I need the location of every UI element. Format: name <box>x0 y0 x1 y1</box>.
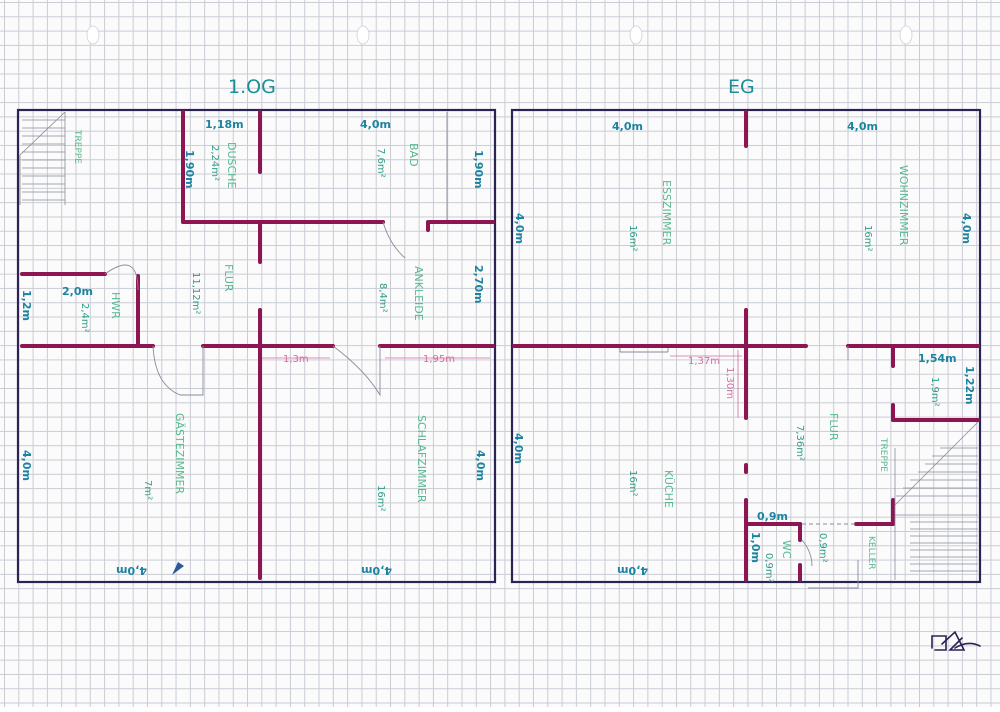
esszimmer-label: ESSZIMMER <box>660 180 673 246</box>
wohnzimmer-area: 16m² <box>862 225 873 251</box>
ground-flur-label: FLUR <box>827 413 840 441</box>
staircase-icon <box>894 421 979 580</box>
upper-hwr-label: HWR <box>109 292 122 319</box>
wc-height-dimension: 1,0m <box>749 532 762 563</box>
binder-hole-icon <box>86 25 913 45</box>
upper-flur-area: 11,12m² <box>190 272 201 314</box>
gaestezimmer-area: 7m² <box>142 480 153 500</box>
ground-floor-plan: EG 4,0m 4,0m 4,0m 4,0m 1,37m 1,30m 1,54m… <box>510 76 982 589</box>
upper-flur-label: FLUR <box>222 264 235 292</box>
schlafzimmer-label: SCHLAFZIMMER <box>415 415 428 503</box>
hwr-width-dimension: 2,0m <box>62 285 93 298</box>
staircase-icon <box>19 111 66 205</box>
wohnzimmer-height-dimension: 4,0m <box>960 213 973 244</box>
upper-hwr-area: 2,4m² <box>79 303 90 333</box>
kueche-height-dimension: 4,0m <box>512 433 525 464</box>
ankleide-area: 8,4m² <box>377 283 388 313</box>
upper-door-swings <box>104 112 448 397</box>
dusche-area: 2,24m² <box>209 145 220 181</box>
dusche-height-dimension: 1,90m <box>183 150 196 189</box>
esszimmer-height-dimension: 4,0m <box>513 213 526 244</box>
keller-label: KELLER <box>866 536 876 570</box>
signature-icon <box>931 630 981 651</box>
ground-interior-walls <box>512 110 980 582</box>
pen-mark-icon <box>172 562 184 575</box>
ground-flur-height-dimension: 1,30m <box>724 367 735 399</box>
wc-width-dimension: 0,9m <box>757 510 788 523</box>
bad-label: BAD <box>407 143 420 167</box>
gaestezimmer-width-dimension: 4,0m <box>116 564 147 577</box>
upper-interior-walls <box>20 110 495 580</box>
ground-treppe-label: TREPPE <box>878 437 888 472</box>
ground-hwr-area: 1,9m² <box>929 377 940 407</box>
ankleide-height-dimension: 2,70m <box>472 265 485 304</box>
upper-floor-plan: 1.OG 1,18m 1,90m 4,0m 1,90m 2,0m 1,2m 2,… <box>16 76 497 584</box>
ground-flur-width-dimension: 1,37m <box>688 356 720 367</box>
dusche-label: DUSCHE <box>225 142 238 188</box>
kueche-area: 16m² <box>627 470 638 496</box>
ground-hwr-height-dimension: 1,22m <box>963 366 976 405</box>
esszimmer-width-dimension: 4,0m <box>612 120 643 133</box>
ground-door-swings <box>619 346 859 589</box>
kueche-width-dimension: 4,0m <box>617 564 648 577</box>
gaestezimmer-label: GÄSTEZIMMER <box>173 413 186 494</box>
schlafzimmer-width-dimension: 4,0m <box>361 564 392 577</box>
upper-floor-title: 1.OG <box>228 76 276 98</box>
ground-hwr-width-dimension: 1,54m <box>918 352 957 365</box>
ground-floor-title: EG <box>728 76 755 98</box>
bad-width-dimension: 4,0m <box>360 118 391 131</box>
esszimmer-area: 16m² <box>627 225 638 251</box>
ground-flur-area: 7,36m² <box>794 425 805 461</box>
gaestezimmer-height-dimension: 4,0m <box>20 450 33 481</box>
schlafzimmer-distance-dimension: 1,95m <box>423 354 455 365</box>
ankleide-label: ANKLEIDE <box>412 266 425 321</box>
bad-area: 7,6m² <box>375 148 386 178</box>
schlafzimmer-area: 16m² <box>375 485 386 511</box>
bad-height-dimension: 1,90m <box>472 150 485 189</box>
wc-area: 0,9m² <box>763 553 774 583</box>
wohnzimmer-label: WOHNZIMMER <box>897 165 910 246</box>
upper-treppe-label: TREPPE <box>72 129 82 164</box>
upper-flur-width-dimension: 1,3m <box>283 354 309 365</box>
wc-label: WC <box>780 540 793 559</box>
dusche-width-dimension: 1,18m <box>205 118 244 131</box>
keller-area: 0,9m² <box>817 533 828 563</box>
ground-flur-dimension-lines <box>670 350 742 418</box>
kueche-label: KÜCHE <box>662 470 675 508</box>
schlafzimmer-height-dimension: 4,0m <box>474 450 487 481</box>
hwr-height-dimension: 1,2m <box>20 290 33 321</box>
wohnzimmer-width-dimension: 4,0m <box>847 120 878 133</box>
